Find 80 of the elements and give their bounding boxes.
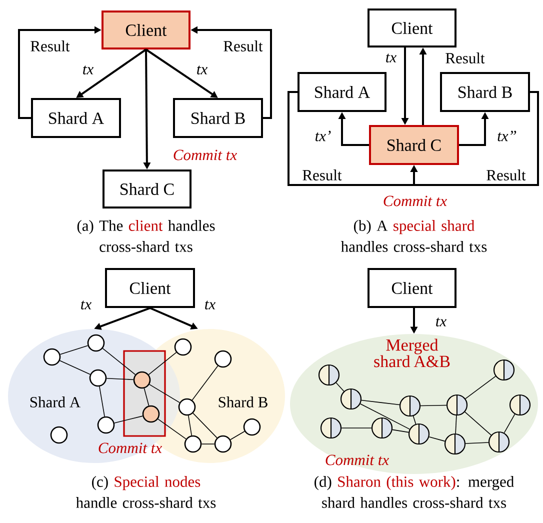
- graph-edge: [465, 442, 489, 444]
- graph-node: [214, 350, 232, 368]
- edge-label: Result: [485, 168, 527, 182]
- graph-node: [340, 388, 362, 410]
- client-box: Client: [368, 268, 456, 308]
- graph-edge: [149, 384, 180, 403]
- graph-edge: [230, 430, 245, 440]
- graph-edge: [99, 386, 105, 417]
- graph-node: [371, 417, 393, 439]
- caption: (a) The client handles cross-shard txs: [77, 220, 215, 252]
- shard-box: Shard A: [31, 98, 121, 138]
- shard-box: Shard C: [369, 125, 459, 165]
- graph-edge: [106, 378, 134, 380]
- edge-label: Commit tx: [172, 148, 238, 162]
- graph-edge: [188, 415, 192, 436]
- graph-edge: [192, 412, 218, 438]
- client-box: Client: [368, 8, 456, 48]
- annotation-text: Commit tx: [384, 196, 447, 206]
- edge-label: Result: [222, 40, 264, 52]
- graph-node: [509, 394, 531, 416]
- client-box: Client: [105, 268, 195, 308]
- edge-label: tx’: [314, 130, 332, 142]
- graph-node: [243, 418, 261, 436]
- graph-node: [446, 394, 468, 416]
- edge-label: tx: [203, 300, 217, 310]
- graph-edge: [144, 388, 150, 406]
- edge-label: tx: [81, 64, 95, 76]
- edge-label: tx”: [496, 130, 518, 142]
- graph-node: [50, 426, 68, 444]
- caption: (b) A special shard handles cross-shard txs: [340, 220, 487, 252]
- graph-edge: [59, 360, 91, 375]
- graph-edge: [428, 436, 446, 442]
- graph-edge: [336, 382, 344, 392]
- graph-node: [97, 416, 115, 434]
- graph-edge: [192, 366, 218, 400]
- graph-node: [320, 417, 342, 439]
- graph-node: [142, 405, 160, 423]
- graph-node: [184, 435, 202, 453]
- graph-edge: [360, 403, 410, 430]
- caption: (d) Sharon (this work): merged shard handles cross-shard txs: [314, 476, 514, 508]
- edge-label: Result: [301, 168, 343, 182]
- graph-node: [87, 334, 105, 352]
- edge-label: Result: [444, 52, 486, 64]
- graph-edge: [148, 352, 177, 375]
- graph-edge: [60, 345, 88, 355]
- edge-label: tx: [384, 52, 398, 64]
- graph-edge: [412, 416, 416, 424]
- edge-label: tx: [195, 64, 209, 76]
- client-box: Client: [102, 10, 190, 50]
- graph-node: [493, 359, 515, 381]
- edge-label: Result: [29, 40, 71, 52]
- graph-node: [444, 433, 466, 455]
- edge-label: tx: [434, 316, 448, 328]
- graph-edge: [420, 404, 447, 406]
- shard-box: Shard B: [440, 72, 530, 112]
- graph-edge: [361, 400, 400, 406]
- shard-box: Shard C: [102, 170, 192, 208]
- graph-node: [408, 423, 430, 445]
- graph-node: [174, 338, 192, 356]
- graph-edge: [455, 415, 457, 434]
- graph-node: [399, 395, 421, 417]
- graph-node: [43, 348, 61, 366]
- graph-node: [89, 369, 107, 387]
- shard-box: Shard A: [298, 72, 386, 112]
- graph-edge: [102, 348, 136, 375]
- graph-edge: [392, 429, 409, 433]
- graph-edge: [504, 414, 516, 434]
- graph-node: [133, 371, 151, 389]
- caption: (c) Special nodes handle cross-shard txs: [76, 476, 216, 508]
- graph-node: [488, 431, 510, 453]
- graph-edge: [465, 376, 496, 400]
- arrow: [410, 91, 539, 186]
- graph-edge: [464, 412, 492, 436]
- graph-edge: [158, 418, 186, 440]
- graph-edge: [114, 416, 143, 424]
- graph-node: [214, 435, 232, 453]
- edge-label: tx: [79, 300, 93, 310]
- graph-node: [178, 398, 196, 416]
- shard-box: Shard B: [173, 98, 263, 138]
- graph-node: [318, 364, 340, 386]
